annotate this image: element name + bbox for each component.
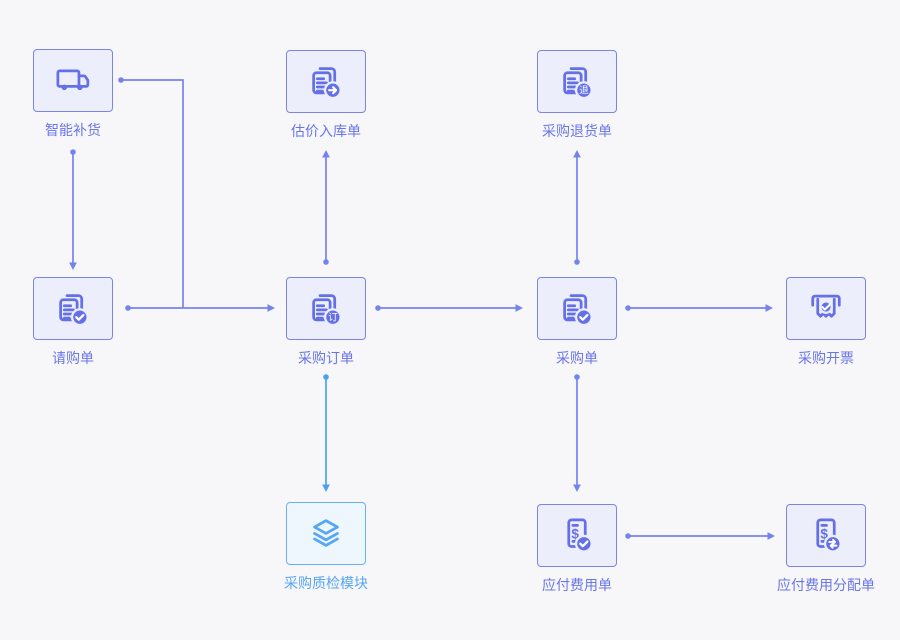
node-purchase-qc-module[interactable]: 采购质检模块 bbox=[266, 501, 386, 593]
edge-purchase-doc-to-payable-expense-order bbox=[573, 374, 581, 492]
edge-payable-expense-order-to-allocation-order bbox=[625, 532, 775, 540]
edge-purchase-order-to-estimated-inbound-order bbox=[322, 150, 330, 265]
node-purchase-requisition[interactable]: 请购单 bbox=[13, 276, 133, 368]
node-label: 采购退货单 bbox=[542, 122, 612, 139]
purchase-invoicing-box[interactable] bbox=[786, 276, 866, 340]
node-label: 采购订单 bbox=[298, 349, 354, 366]
node-label: 采购开票 bbox=[798, 349, 854, 366]
node-purchase-order[interactable]: 订采购订单 bbox=[266, 276, 386, 368]
svg-text:$: $ bbox=[820, 527, 828, 542]
invoice-check-icon bbox=[811, 294, 841, 318]
node-label: 请购单 bbox=[52, 349, 94, 366]
node-estimated-inbound-order[interactable]: 估价入库单 bbox=[266, 49, 386, 141]
svg-text:$: $ bbox=[571, 527, 579, 542]
node-smart-replenishment[interactable]: 智能补货 bbox=[13, 48, 133, 140]
svg-text:退: 退 bbox=[579, 86, 589, 97]
doc-char-icon: 订 bbox=[312, 294, 342, 327]
node-purchase-return-order[interactable]: 退采购退货单 bbox=[517, 49, 637, 141]
node-label: 智能补货 bbox=[45, 121, 101, 138]
edge-purchase-requisition-to-purchase-order bbox=[125, 304, 275, 312]
edge-smart-replenishment-to-purchase-requisition bbox=[69, 149, 77, 270]
doc-check-icon bbox=[59, 294, 89, 327]
node-label: 采购单 bbox=[556, 349, 598, 366]
node-payable-expense-order[interactable]: $ 应付费用单 bbox=[517, 503, 637, 595]
doc-arrow-icon bbox=[312, 67, 342, 100]
payable-expense-order-box[interactable]: $ bbox=[537, 503, 617, 567]
node-label: 估价入库单 bbox=[291, 122, 361, 139]
node-purchase-doc[interactable]: 采购单 bbox=[517, 276, 637, 368]
node-label: 采购质检模块 bbox=[284, 574, 368, 591]
estimated-inbound-order-box[interactable] bbox=[286, 49, 366, 113]
node-payable-expense-allocation-order[interactable]: $ 应付费用分配单 bbox=[766, 503, 886, 595]
node-label: 应付费用单 bbox=[542, 576, 612, 593]
svg-text:订: 订 bbox=[328, 313, 338, 324]
truck-icon bbox=[56, 69, 90, 91]
doc-check-icon bbox=[563, 294, 593, 327]
purchase-qc-module-box[interactable] bbox=[286, 501, 366, 565]
money-check-icon: $ bbox=[567, 518, 593, 553]
purchase-return-order-box[interactable]: 退 bbox=[537, 49, 617, 113]
purchase-order-box[interactable]: 订 bbox=[286, 276, 366, 340]
edge-purchase-order-to-purchase-qc-module bbox=[322, 374, 330, 492]
node-purchase-invoicing[interactable]: 采购开票 bbox=[766, 276, 886, 368]
money-swap-icon: $ bbox=[816, 518, 842, 553]
layers-icon bbox=[313, 519, 339, 547]
node-label: 应付费用分配单 bbox=[777, 576, 875, 593]
purchase-requisition-box[interactable] bbox=[33, 276, 113, 340]
edge-purchase-doc-to-purchase-invoicing bbox=[625, 304, 773, 312]
doc-char-icon: 退 bbox=[563, 67, 593, 100]
purchase-doc-box[interactable] bbox=[537, 276, 617, 340]
payable-expense-allocation-order-box[interactable]: $ bbox=[786, 503, 866, 567]
edge-purchase-order-to-purchase-doc bbox=[375, 304, 523, 312]
edge-purchase-doc-to-purchase-return-order bbox=[573, 150, 581, 265]
smart-replenishment-box[interactable] bbox=[33, 48, 113, 112]
